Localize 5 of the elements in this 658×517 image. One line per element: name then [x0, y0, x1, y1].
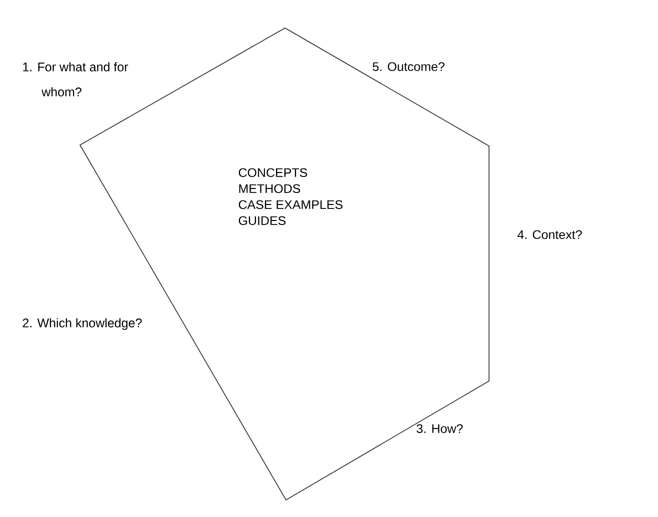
question-label: 5. Outcome? — [372, 62, 444, 72]
question-label: 2. Which knowledge? — [22, 318, 142, 330]
question-label: 4. Context? — [518, 230, 582, 240]
question-label: 3. How? — [416, 424, 463, 434]
question-label: 1. For what and for whom? — [23, 62, 128, 96]
